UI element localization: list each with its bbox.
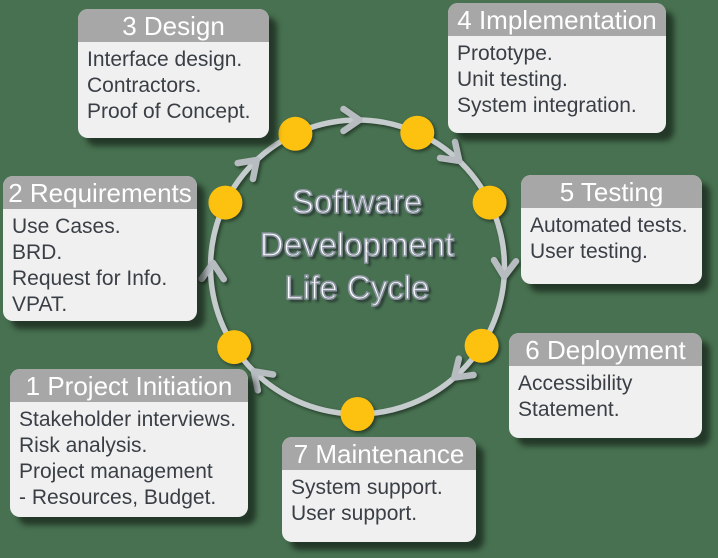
stage-body: Use Cases. BRD. Request for Info. VPAT. [12, 215, 168, 316]
stage-box-implementation: 4 Implementation Prototype. Unit testing… [448, 3, 666, 133]
center-title-line-3: Life Cycle [284, 268, 430, 307]
stage-dot-6 [464, 328, 499, 363]
stage-box-maintenance: 7 Maintenance System support. User suppo… [282, 437, 476, 542]
stage-body: Stakeholder interviews. Risk analysis. P… [19, 408, 237, 509]
center-title-line-2: Development [259, 225, 455, 264]
stage-title: 3 Design [78, 9, 269, 42]
arrow-left-icon [198, 259, 228, 283]
stage-body: Prototype. Unit testing. System integrat… [457, 42, 637, 117]
stage-body: Interface design. Contractors. Proof of … [87, 48, 251, 123]
stage-title: 2 Requirements [3, 176, 197, 209]
stage-body: Accessibility Statement. [518, 372, 633, 421]
stage-dot-4 [400, 115, 435, 150]
stage-dot-5 [472, 185, 507, 220]
stage-box-design: 3 Design Interface design. Contractors. … [78, 9, 269, 138]
stage-dot-7 [340, 397, 375, 431]
arrow-lower-left-icon [250, 368, 277, 394]
stage-dot-2 [208, 185, 243, 220]
stage-box-requirements: 2 Requirements Use Cases. BRD. Request f… [3, 176, 197, 321]
arrow-lower-right-icon [451, 355, 477, 381]
arrow-top-icon [340, 105, 363, 135]
stage-body: Automated tests. User testing. [530, 214, 688, 263]
stage-box-deployment: 6 Deployment Accessibility Statement. [509, 333, 702, 438]
diagram-center-title: Software Development Life Cycle [259, 180, 455, 309]
center-title-line-1: Software [291, 182, 423, 221]
stage-box-project-initiation: 1 Project Initiation Stakeholder intervi… [10, 369, 248, 517]
stage-box-testing: 5 Testing Automated tests. User testing. [521, 175, 702, 284]
stage-title: 4 Implementation [448, 3, 666, 36]
stage-dot-3 [278, 116, 313, 151]
stage-title: 6 Deployment [509, 333, 702, 366]
stage-dot-1 [217, 330, 252, 365]
stage-title: 1 Project Initiation [10, 369, 248, 402]
stage-title: 7 Maintenance [282, 437, 476, 470]
arrow-right-icon [490, 256, 520, 280]
arrow-upper-left-icon [234, 156, 261, 183]
stage-body: System support. User support. [291, 476, 443, 525]
stage-title: 5 Testing [521, 175, 702, 208]
arrow-upper-right-icon [436, 138, 463, 165]
